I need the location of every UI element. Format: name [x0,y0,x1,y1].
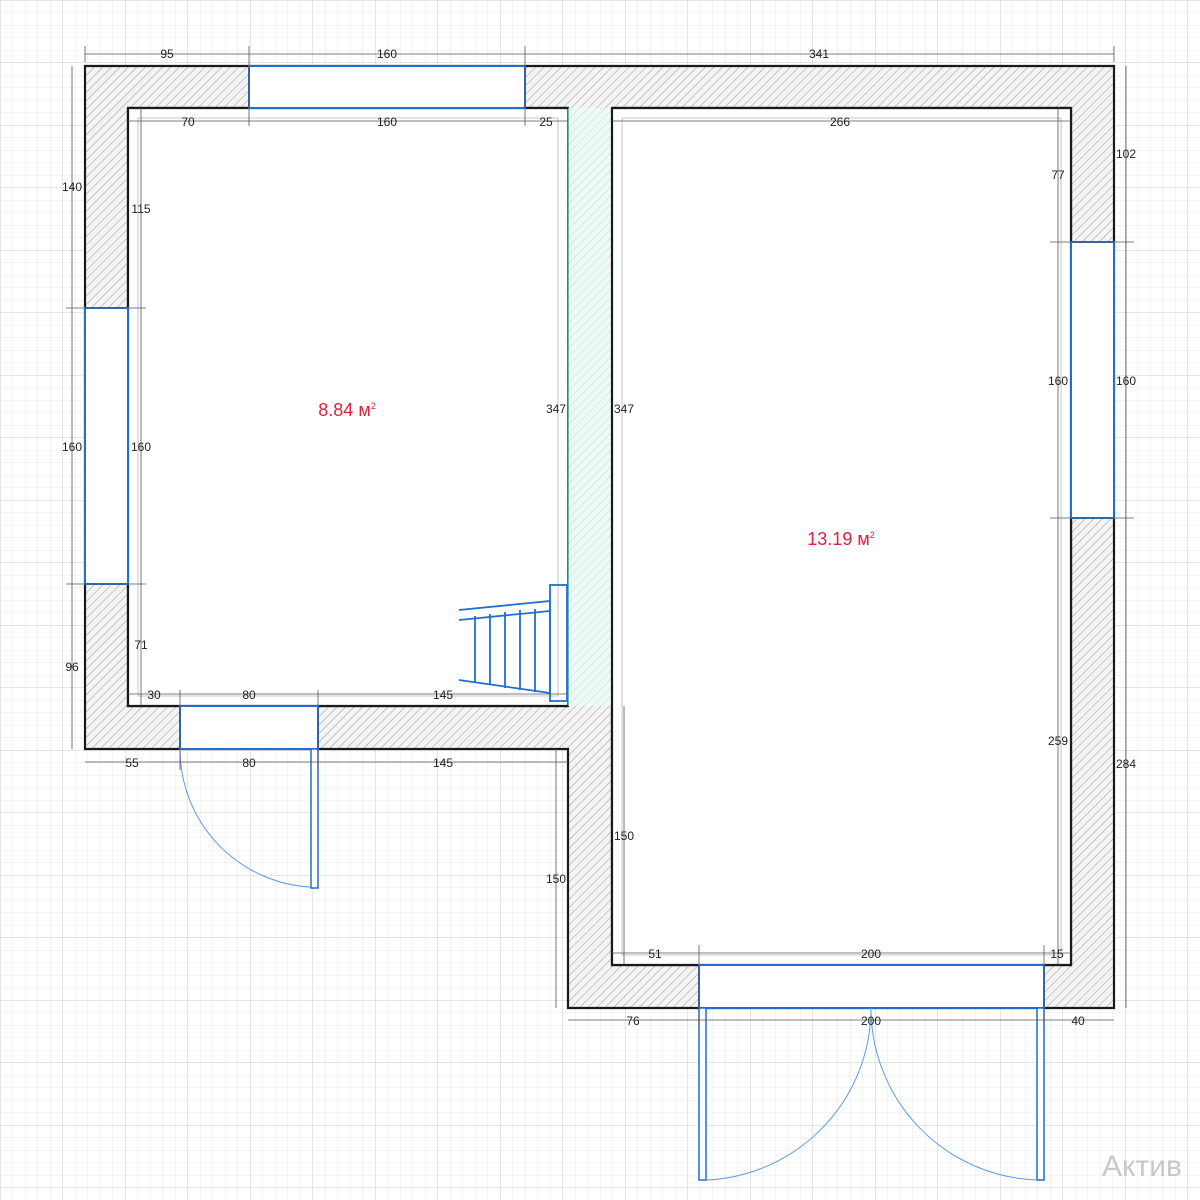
dim-right-284: 284 [1116,757,1136,771]
dim-low-76: 76 [626,1014,640,1028]
dim-low-40: 40 [1071,1014,1085,1028]
dim-left-160-out: 160 [62,440,82,454]
dim-partition-347-right: 347 [614,402,634,416]
dim-bottom-80-in: 80 [242,688,256,702]
dimension-labels: 95 160 341 70 160 25 266 102 77 160 160 … [62,47,1136,1028]
dim-top-95: 95 [160,47,174,61]
window-right[interactable] [1070,241,1115,519]
dim-low-200-out: 200 [861,1014,881,1028]
dim-bottom-55: 55 [125,756,139,770]
dim-left-96: 96 [65,660,79,674]
inner-guides [137,117,1062,956]
dim-left-160-in: 160 [131,440,151,454]
dim-inner-266: 266 [830,115,850,129]
dim-bottom-30: 30 [147,688,161,702]
dim-partition-347-left: 347 [546,402,566,416]
dim-inner-70: 70 [181,115,195,129]
dim-top-160: 160 [377,47,397,61]
dim-low-15: 15 [1050,947,1064,961]
dim-right-160-out: 160 [1116,374,1136,388]
room-right-area: 13.19 м2 [807,529,874,549]
room-right[interactable] [613,109,1070,964]
dim-inner-25: 25 [539,115,553,129]
dim-top-341: 341 [809,47,829,61]
dimension-lines [66,46,1134,1028]
window-left[interactable] [84,307,129,585]
room-right-outline [610,106,1073,967]
window-top[interactable] [248,65,526,109]
stairs-icon[interactable] [458,584,568,702]
dim-bottom-80-out: 80 [242,756,256,770]
dim-mid-150-in: 150 [614,829,634,843]
dim-right-102: 102 [1116,147,1136,161]
dim-right-77: 77 [1051,168,1065,182]
dim-bottom-145-in: 145 [433,688,453,702]
dim-low-51: 51 [648,947,662,961]
partition-wall [568,108,612,706]
watermark-text: Актив [1102,1150,1182,1183]
dim-right-160-in: 160 [1048,374,1068,388]
door-bottom[interactable] [698,964,1045,1181]
dim-right-259: 259 [1048,734,1068,748]
dim-left-71: 71 [134,638,148,652]
dim-mid-150-out: 150 [546,872,566,886]
dim-inner-160: 160 [377,115,397,129]
dim-left-115: 115 [131,202,150,216]
dim-left-140: 140 [62,180,82,194]
dim-bottom-145-out: 145 [433,756,453,770]
dim-low-200-in: 200 [861,947,881,961]
room-left-area: 8.84 м2 [318,400,375,420]
